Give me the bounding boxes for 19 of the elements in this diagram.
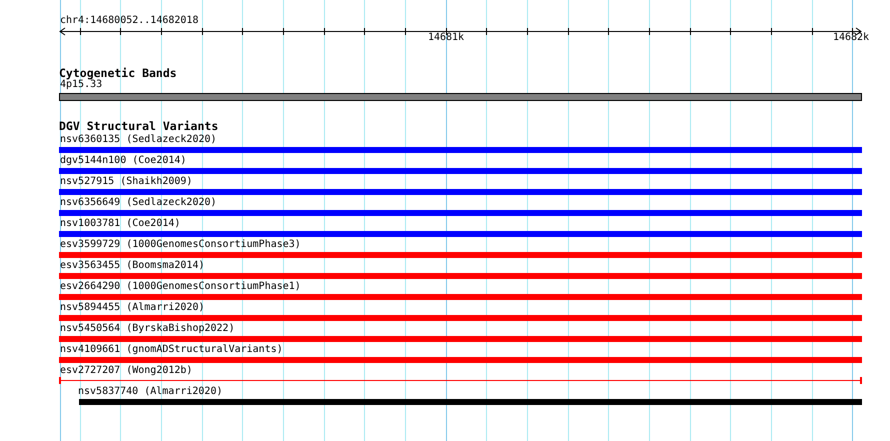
track-title: DGV Structural Variants (59, 120, 218, 133)
variant-label: nsv5837740 (Almarri2020) (78, 386, 222, 398)
variant-label: esv2727207 (Wong2012b) (60, 365, 192, 377)
variant-label: nsv1003781 (Coe2014) (60, 218, 180, 230)
variant-label: nsv6356649 (Sedlazeck2020) (60, 197, 217, 209)
variant-label: esv3599729 (1000GenomesConsortiumPhase3) (60, 239, 301, 251)
variant-label: dgv5144n100 (Coe2014) (60, 155, 186, 167)
variant-label: esv2664290 (1000GenomesConsortiumPhase1) (60, 281, 301, 293)
tick-label: 14682k (832, 32, 870, 44)
variant-label: nsv4109661 (gnomADStructuralVariants) (60, 344, 283, 356)
track-title: Cytogenetic Bands (59, 67, 177, 80)
variant-label: esv3563455 (Boomsma2014) (60, 260, 204, 272)
variant-label: nsv5450564 (ByrskaBishop2022) (60, 323, 235, 335)
variant-label: nsv6360135 (Sedlazeck2020) (60, 134, 217, 146)
variant-label: nsv527915 (Shaikh2009) (60, 176, 192, 188)
variant-label: nsv5894455 (Almarri2020) (60, 302, 204, 314)
tick-label: 14681k (428, 32, 464, 44)
location-label: chr4:14680052..14682018 (60, 15, 198, 27)
band-label: 4p15.33 (60, 79, 102, 91)
